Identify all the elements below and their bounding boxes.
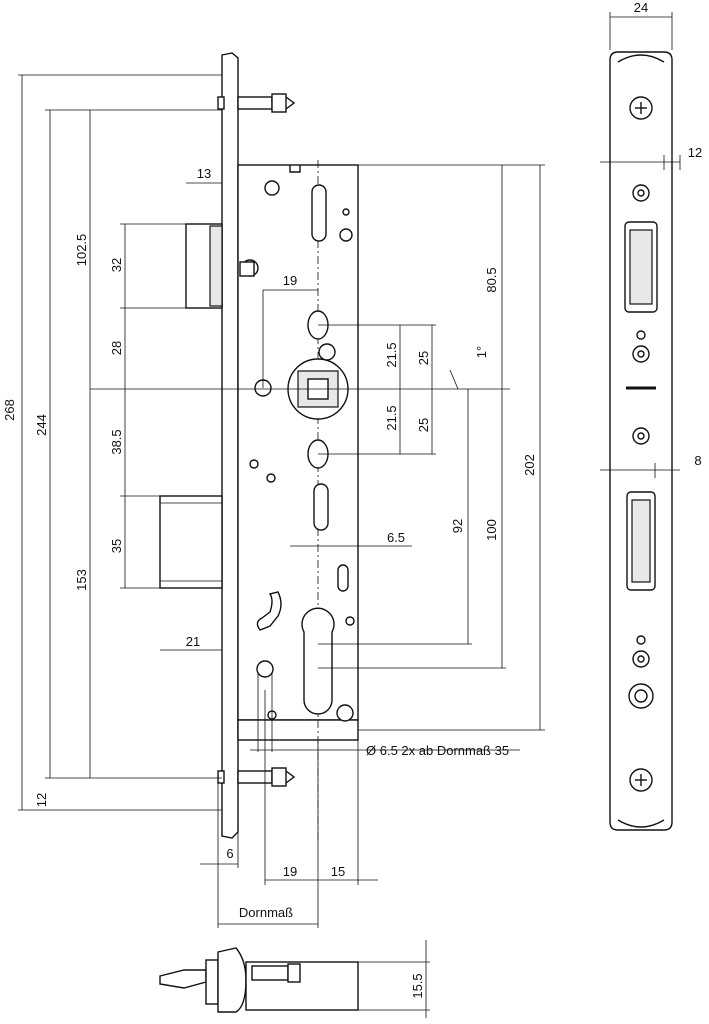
dim-35: 35	[109, 539, 124, 553]
dim-268: 268	[2, 399, 17, 421]
dim-32: 32	[109, 258, 124, 272]
faceplate-top-screw	[629, 96, 653, 120]
dim-19-top: 19	[283, 273, 297, 288]
small-slot	[337, 564, 349, 592]
cylinder-cutout	[301, 607, 335, 715]
faceplate-bottom-screw	[629, 768, 653, 792]
faceplate-pin-2	[636, 635, 646, 645]
dim-202: 202	[522, 454, 537, 476]
faceplate-pin-1	[636, 330, 646, 340]
pin-hole-c	[249, 459, 259, 469]
screw-hole-lower-left	[256, 660, 274, 678]
screw-hole-lower-right	[336, 704, 354, 722]
lock-case	[237, 164, 359, 721]
faceplate-bottom-curve	[617, 819, 665, 828]
hook-lever	[256, 591, 282, 631]
dim-21-5-upper: 21.5	[384, 342, 399, 367]
upper-slot	[311, 184, 327, 242]
dim-21-5-lower: 21.5	[384, 405, 399, 430]
dim-12-right: 12	[688, 145, 702, 160]
forend-plate	[221, 52, 239, 839]
screw-hole-upper-right	[339, 228, 353, 242]
dim-6-5: 6.5	[387, 530, 405, 545]
bolt-face	[631, 499, 651, 583]
dim-28: 28	[109, 341, 124, 355]
pin-hole-b	[266, 473, 276, 483]
bottom-view: 15.5	[159, 940, 430, 1018]
dim-21: 21	[186, 634, 200, 649]
dim-100: 100	[484, 519, 499, 541]
dim-25-lower: 25	[416, 418, 431, 432]
dim-12-left: 12	[34, 793, 49, 807]
dead-bolt	[159, 495, 223, 589]
hole-note: Ø 6.5 2x ab Dornmaß 35	[366, 743, 509, 758]
dim-angle: 1°	[474, 346, 489, 358]
bottom-plate-left	[205, 959, 219, 1005]
dim-92: 92	[450, 519, 465, 533]
dim-24: 24	[634, 0, 648, 15]
dim-19-bottom: 19	[283, 864, 297, 879]
dim-8: 8	[694, 453, 701, 468]
bottom-forend	[217, 947, 247, 1013]
dim-102-5: 102.5	[74, 234, 89, 267]
dim-80-5: 80.5	[484, 267, 499, 292]
dim-153: 153	[74, 569, 89, 591]
screw-hole-top	[264, 180, 280, 196]
dim-6: 6	[226, 846, 233, 861]
backset-label: Dornmaß	[239, 905, 293, 920]
bottom-latch	[159, 969, 207, 989]
bottom-pin-b	[287, 963, 301, 983]
case-lower-edge	[237, 719, 359, 741]
dim-244: 244	[34, 414, 49, 436]
faceplate-top-curve	[617, 54, 665, 63]
bottom-pin	[217, 767, 296, 787]
dim-15: 15	[331, 864, 345, 879]
bottom-pin-a	[251, 965, 289, 981]
dim-13: 13	[197, 166, 211, 181]
pin-hole-e	[345, 616, 355, 626]
dim-25-upper: 25	[416, 351, 431, 365]
top-pin	[217, 93, 296, 113]
latch-face	[629, 229, 653, 305]
latch-bolt	[185, 223, 259, 309]
dim-38-5: 38.5	[109, 429, 124, 454]
top-notch	[289, 165, 301, 173]
mid-slot	[313, 483, 329, 531]
main-side-view	[159, 52, 359, 840]
dim-15-5: 15.5	[410, 973, 425, 998]
dimension-labels: 268 244 102.5 153 12 32 28 38.5 35 21 13…	[2, 166, 537, 920]
faceplate-view: 24 12 8	[600, 0, 702, 831]
dimension-lines	[18, 74, 545, 928]
pin-hole-a	[342, 208, 350, 216]
